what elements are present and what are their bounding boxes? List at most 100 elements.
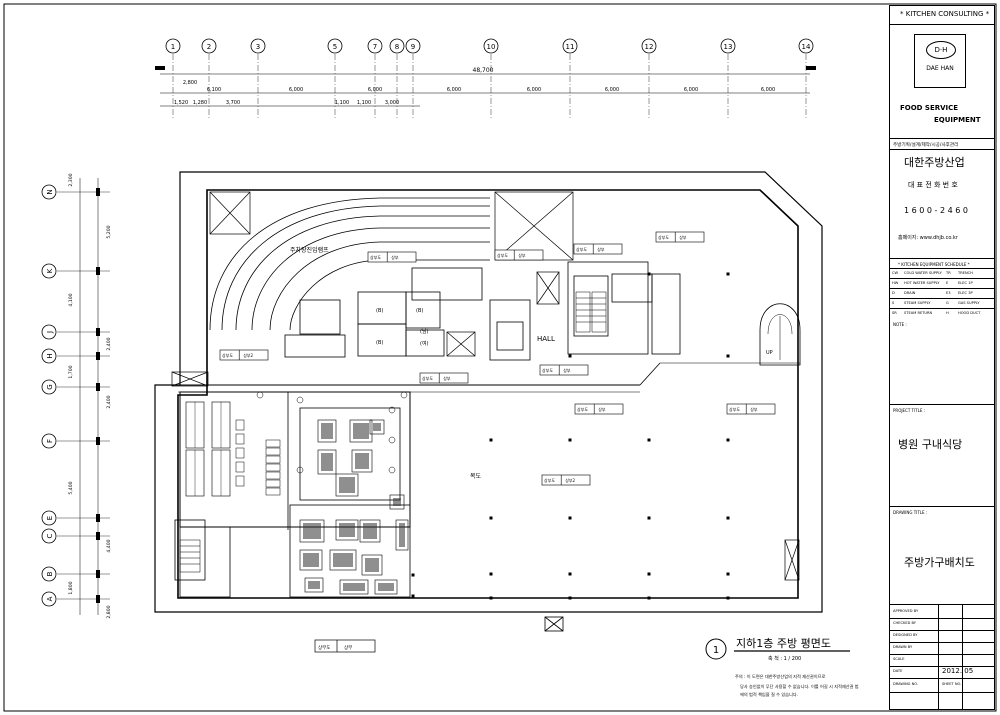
tag-left-text: 상부도 [577,406,588,412]
drawing-name: 주방가구배치도 [904,556,975,569]
plan-scale: 축 척 : 1 / 200 [768,655,801,662]
kitchen-equipment [256,391,409,595]
legend-cell: TRENCH [958,271,973,275]
structural-column [647,272,651,276]
col-grid-bubble [798,38,814,54]
dimension-text: 1,280 [193,100,207,106]
row-grid-label: G [46,384,54,389]
structural-column [568,354,572,358]
equipment-tag [574,403,624,415]
tag-right-text: 상부 [597,246,605,252]
tag-left-text: 상부도 [542,367,553,373]
hall-label: HALL [537,335,555,343]
tag-right-text: 상부 [598,406,606,412]
structural-column [726,438,730,442]
checked-label: CHECKED BY [893,621,916,625]
shelf-unit [265,463,281,472]
structural-column [647,438,651,442]
row-grid-label: F [46,439,54,443]
dimension-text: 4,400 [106,539,112,552]
col-grid-label: 7 [373,43,377,51]
kitchen-equipment-item [299,549,323,571]
dimension-text: 2,400 [106,395,112,408]
structural-column [647,572,651,576]
col-grid-label: 11 [566,43,575,51]
shelf-unit [265,471,281,480]
structural-column [489,438,493,442]
legend-cell: HOT WATER SUPPLY [904,281,940,285]
kitchen-equipment-item [351,449,373,473]
website: 홈페이지: www.dhjb.co.kr [898,235,958,241]
col-grid-bubble [641,38,657,54]
kitchen-equipment-item [374,579,398,595]
equipment-fill [353,423,369,439]
tag-left-text: 상부도 [729,406,740,412]
structural-column [489,596,493,600]
prep-tables [185,401,281,497]
room-male: (남) [420,328,429,335]
room-female: (여) [420,340,429,347]
equipment-fill [363,523,377,539]
row-grid-label: N [46,189,54,194]
drawn-label: DRAWN BY [893,645,913,649]
legend-header: * KITCHEN EQUIPMENT SCHEDULE * [898,262,970,267]
left-dimensions: 2,3005,2004,1002,4001,7002,4005,4004,400… [68,173,112,618]
structural-column [568,596,572,600]
col-grid-bubble [367,38,383,54]
core-rooms [174,261,681,581]
tag-left-text: 상부도 [222,352,233,358]
date-label: DATE [893,669,903,673]
legend-cell: G [946,301,949,305]
structural-column [489,572,493,576]
equipment-unit [235,433,245,445]
dimension-text: 5,200 [106,225,112,238]
equipment-unit [235,447,245,459]
equipment-tag [219,349,269,361]
kitchen-equipment-item [317,419,337,443]
legend-cell: SR [892,311,897,315]
structural-column [647,516,651,520]
equipment-tag [419,372,469,384]
plan-number: 1 [713,645,719,656]
col-grid-label: 3 [256,43,260,51]
row-grid-bubble [41,528,57,544]
tag-right-text: 상부 [679,234,687,240]
room-b-3: (B) [416,308,423,314]
legend-cell: HOOD DUCT [958,311,981,315]
row-grid-label: H [46,353,54,358]
kitchen-equipment-item [349,419,373,443]
row-grid-bubble [41,348,57,364]
equipment-fill [321,423,333,439]
kitchen-equipment-item [395,519,409,551]
kitchen-equipment-item [329,549,357,571]
shelf-unit [265,479,281,488]
row-grid-bubble [41,263,57,279]
title-block: * KITCHEN CONSULTING * D·H DAE HAN FOOD … [889,5,995,710]
tag-left-text: 상부도 [370,254,381,260]
structural-column [411,594,415,598]
dimension-text: 6,000 [447,87,461,93]
stairs [179,291,801,573]
col-grid-bubble [250,38,266,54]
room-b-2: (B) [376,340,383,346]
legend-cell: STEAM RETURN [904,311,933,315]
row-grid-bubble [41,510,57,526]
overall-dimension: 48,700 [473,67,494,74]
shelf-unit [265,447,281,456]
legend-cell: TR [946,271,951,275]
structural-column [726,272,730,276]
row-grid-bubble [41,324,57,340]
equipment-fill [321,453,333,471]
row-grid-bubble [41,591,57,607]
structural-columns [411,272,730,600]
approved-label: APPROVED BY [893,609,919,613]
tag-right-text: 상부 [563,367,571,373]
fixture-circle [296,466,304,474]
dimension-text: 2,800 [183,80,197,86]
legend-cell: HW [892,281,899,285]
